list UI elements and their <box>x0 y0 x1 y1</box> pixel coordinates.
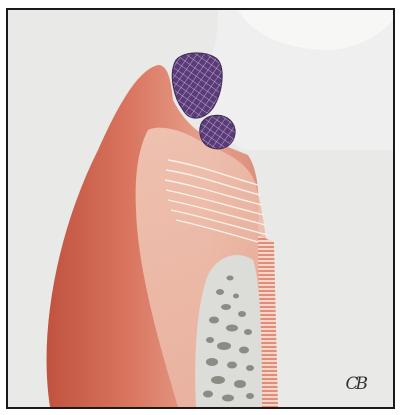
illustration-frame: CB <box>6 8 395 409</box>
calculus-deposit-small <box>200 115 235 149</box>
gingiva-illustration <box>8 10 393 407</box>
artist-signature: CB <box>346 376 366 393</box>
